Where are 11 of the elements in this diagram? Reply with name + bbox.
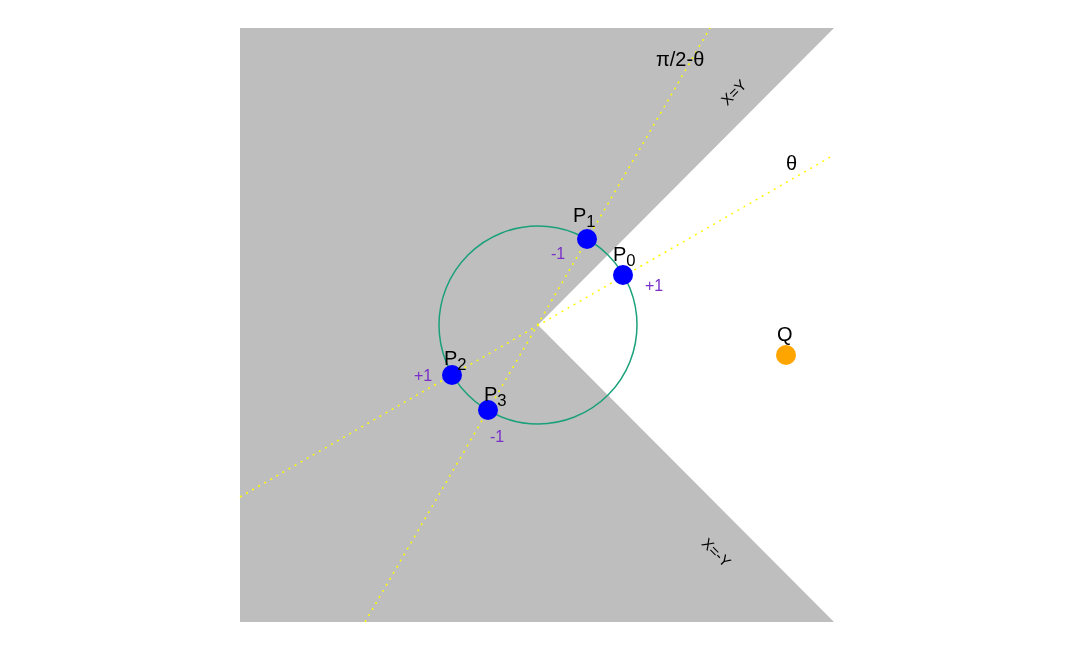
point-label: P$_{0}$ xyxy=(613,243,636,272)
angle-label: π/2-θ xyxy=(656,48,705,70)
point-label: Q xyxy=(777,323,793,345)
sign-label: -1 xyxy=(551,245,566,263)
sign-label: +1 xyxy=(645,277,664,295)
sign-label: -1 xyxy=(490,428,505,446)
point-label: P$_{3}$ xyxy=(484,383,507,412)
point-label: P$_{1}$ xyxy=(573,204,596,233)
sign-label: +1 xyxy=(414,367,433,385)
point-label: P$_{2}$ xyxy=(444,347,467,376)
angle-label: θ xyxy=(786,152,798,174)
